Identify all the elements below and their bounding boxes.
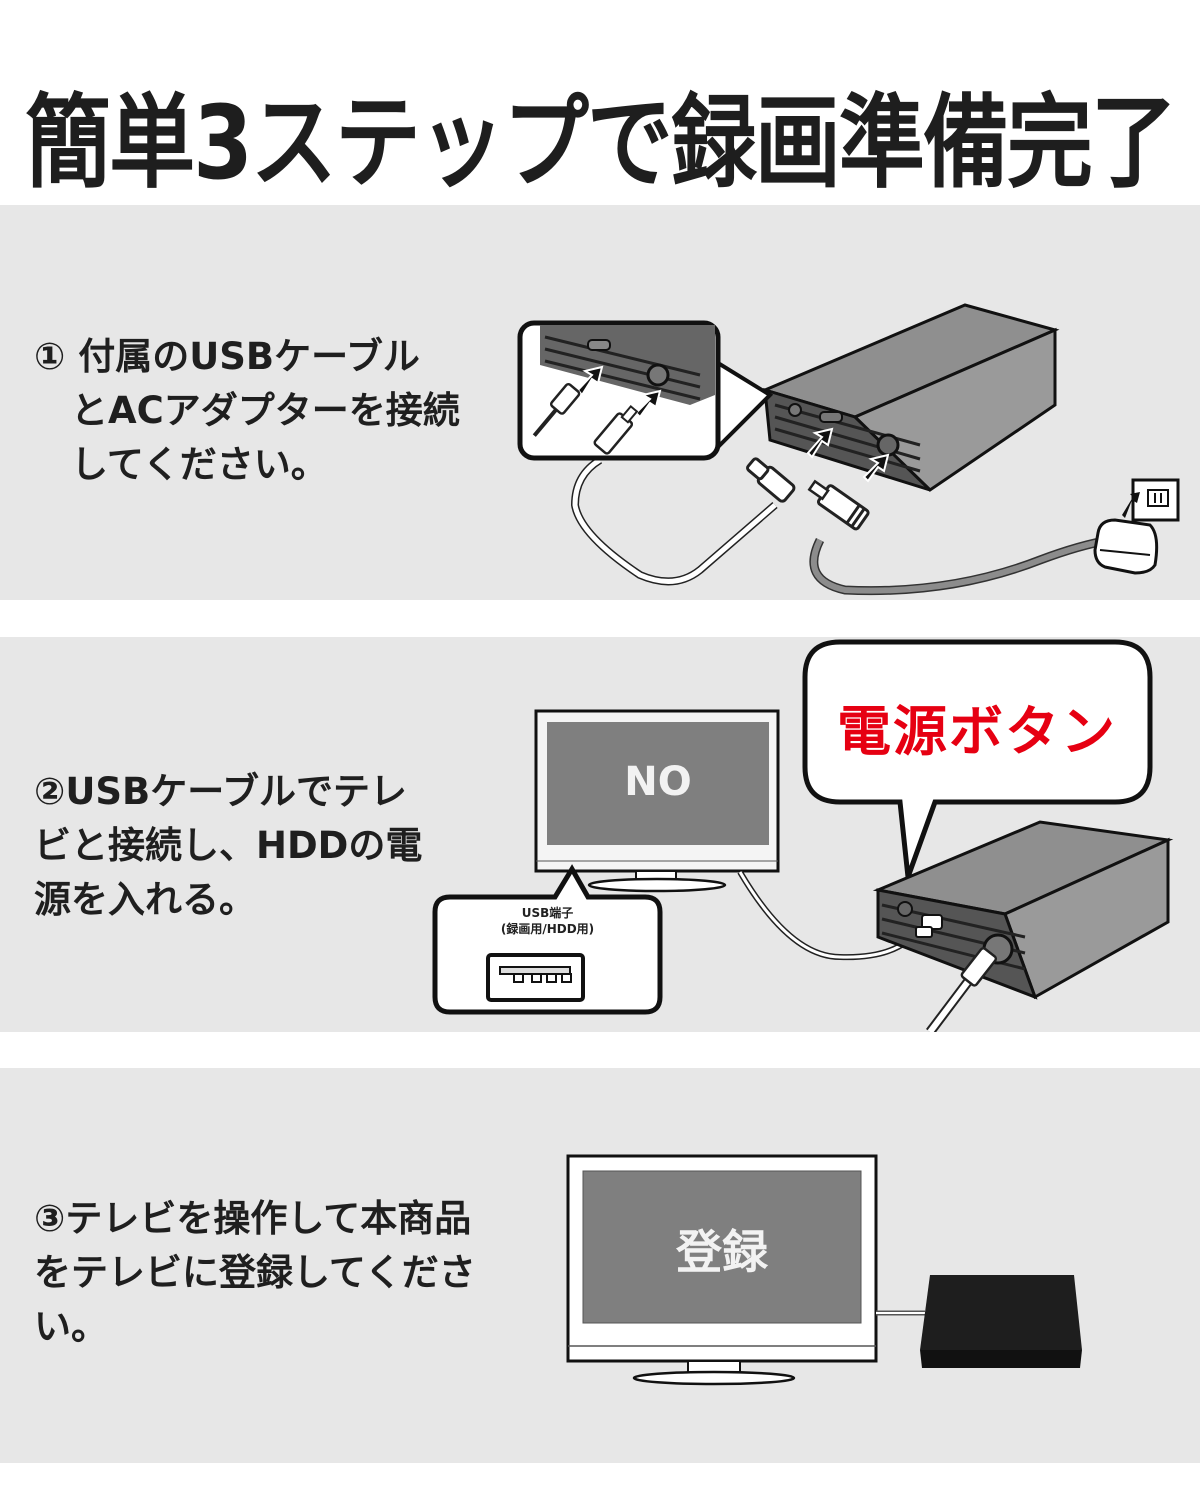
hdd-device-icon xyxy=(760,303,1060,492)
step-2-line-1: ②USBケーブルでテレ xyxy=(34,770,408,813)
power-button-callout xyxy=(802,639,1153,878)
step-2-line-3: 源を入れる。 xyxy=(34,878,256,921)
usb-c-plug-icon xyxy=(746,457,796,503)
tv-hdd-connection-illustration xyxy=(432,639,1174,1032)
step-3-line-3: い。 xyxy=(34,1305,108,1348)
usb-port-icon xyxy=(486,953,585,1002)
usb-port-subtitle: (録画用/HDD用) xyxy=(500,922,595,936)
arrow-to-usb-port-icon xyxy=(806,427,834,459)
step-1-panel: ① 付属のUSBケーブル とACアダプターを接続 してください。 xyxy=(0,205,1200,600)
tv-screen-text: NO xyxy=(624,759,692,805)
usb-port-callout xyxy=(432,864,663,1015)
power-button-label: 電源ボタン xyxy=(837,700,1117,763)
step-3-line-2: をテレビに登録してくださ xyxy=(34,1251,476,1294)
usb-port-title: USB端子 xyxy=(521,906,574,920)
hdd-device-icon xyxy=(920,1275,1082,1368)
step-2-panel: ②USBケーブルでテレ ビと接続し、HDDの電 源を入れる。 xyxy=(0,637,1200,1032)
step-1-line-1: ① 付属のUSBケーブル xyxy=(34,335,420,378)
step-3-line-1: ③テレビを操作して本商品 xyxy=(34,1197,472,1240)
step-1-line-2: とACアダプターを接続 xyxy=(34,389,460,432)
step-3-text: ③テレビを操作して本商品 をテレビに登録してくださ い。 xyxy=(34,1192,476,1354)
dc-plug-icon xyxy=(807,479,870,531)
zoom-inset-callout xyxy=(517,320,774,461)
usb-cable-icon xyxy=(570,456,778,586)
tv-registration-illustration xyxy=(566,1154,1082,1386)
tv-icon xyxy=(566,1154,878,1386)
step-2-text: ②USBケーブルでテレ ビと接続し、HDDの電 源を入れる。 xyxy=(34,765,422,927)
step-1-text: ① 付属のUSBケーブル とACアダプターを接続 してください。 xyxy=(34,330,460,492)
usb-port-label: USB端子 (録画用/HDD用) xyxy=(435,905,660,937)
step-1-line-3: してください。 xyxy=(34,443,328,486)
arrow-to-dc-port-icon xyxy=(862,453,890,483)
tv-screen-text: 登録 xyxy=(676,1225,768,1279)
hdd-connection-illustration xyxy=(517,303,1180,596)
tv-icon xyxy=(534,709,780,893)
ac-adapter-icon xyxy=(1093,478,1180,575)
page-title: 簡単3ステップで録画準備完了 xyxy=(25,84,1177,203)
dc-plug-icon xyxy=(926,947,998,1032)
step-3-panel: ③テレビを操作して本商品 をテレビに登録してくださ い。 登録 xyxy=(0,1068,1200,1463)
step-2-line-2: ビと接続し、HDDの電 xyxy=(34,824,423,867)
hdd-device-icon xyxy=(872,820,1174,1000)
